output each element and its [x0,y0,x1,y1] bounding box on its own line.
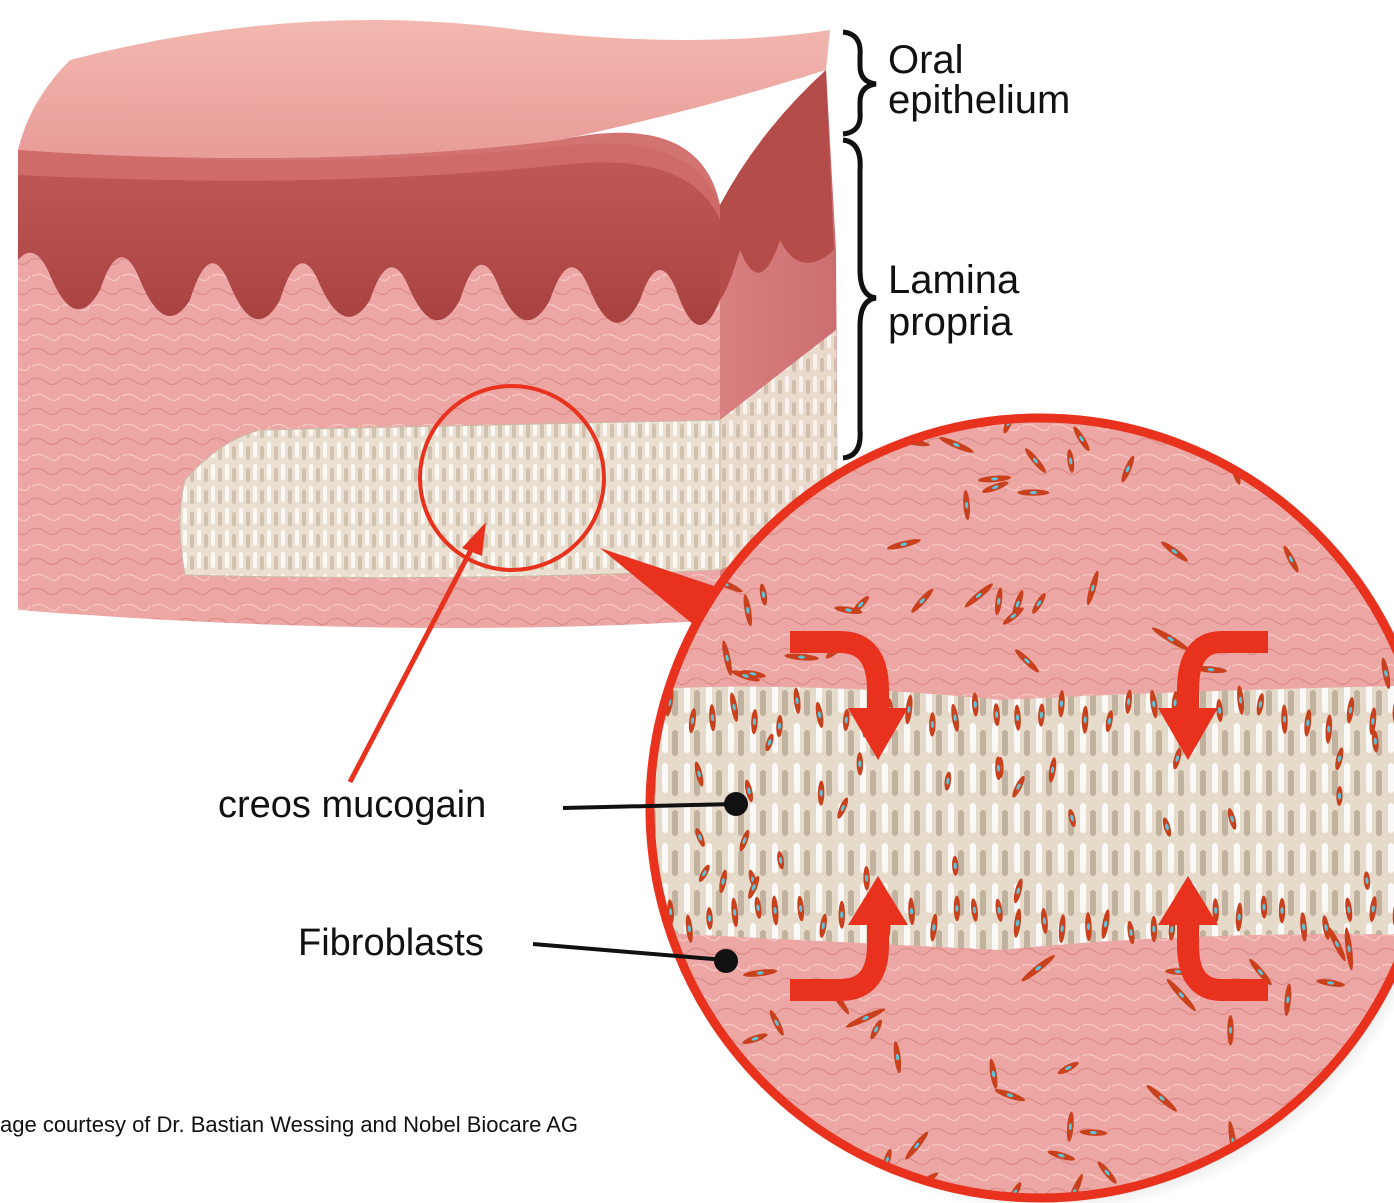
fibroblast-nucleus [726,1189,730,1196]
fibroblast-nucleus [715,1105,723,1110]
fibroblast-cell [722,1172,734,1203]
leader-dot-creos-mucogain [724,792,748,816]
fibroblast-nucleus [748,1117,754,1125]
fibroblast-cell [660,991,672,1029]
label-fibroblasts: Fibroblasts [298,924,484,962]
tissue-block [18,20,838,630]
fibroblast-nucleus [1280,907,1283,914]
label-oral: Oral [888,40,964,80]
fibroblast-cell [1379,551,1394,585]
fibroblast-nucleus [1331,1156,1336,1164]
fibroblast-nucleus [1384,564,1389,572]
leader-dot-fibroblasts [714,949,738,973]
fibroblast-cell [703,1126,737,1159]
fibroblast-cell [741,1106,762,1137]
fibroblast-cell [1380,1094,1394,1110]
block-top-surface [18,20,830,158]
fibroblast-nucleus [1361,1087,1368,1094]
fibroblast-cell [1323,1138,1344,1180]
label-epithelium: epithelium [888,80,1070,120]
fibroblast-nucleus [1296,1193,1304,1199]
fibroblast-cell [665,1015,680,1052]
bracket-lamina-propria [843,140,876,458]
fibroblast-nucleus [1030,491,1037,494]
fibroblast-nucleus [896,435,903,439]
label-propria: propria [888,302,1013,342]
fibroblast-nucleus [717,1139,724,1146]
fibroblast-nucleus [840,911,843,918]
label-lamina: Lamina [888,260,1019,300]
fibroblast-cell [1350,1076,1380,1106]
fibroblast-nucleus [1229,1027,1232,1034]
fibroblast-nucleus [1305,439,1309,446]
matrix-implant [180,420,720,578]
fibroblast-cell [1337,489,1351,515]
label-creos-mucogain: creos mucogain [218,786,486,824]
fibroblast-nucleus [664,1006,668,1013]
fibroblast-nucleus [1386,1099,1394,1105]
fibroblast-nucleus [1342,498,1347,506]
fibroblast-cell [1281,1184,1318,1203]
fibroblast-cell [1302,429,1312,456]
fibroblast-cell [707,1101,730,1113]
fibroblast-cell [713,1090,727,1120]
fibroblast-nucleus [670,1029,675,1037]
fibroblast-nucleus [717,1102,722,1110]
bracket-oral-epithelium [843,32,876,134]
image-credit: age courtesy of Dr. Bastian Wessing and … [0,1112,578,1138]
